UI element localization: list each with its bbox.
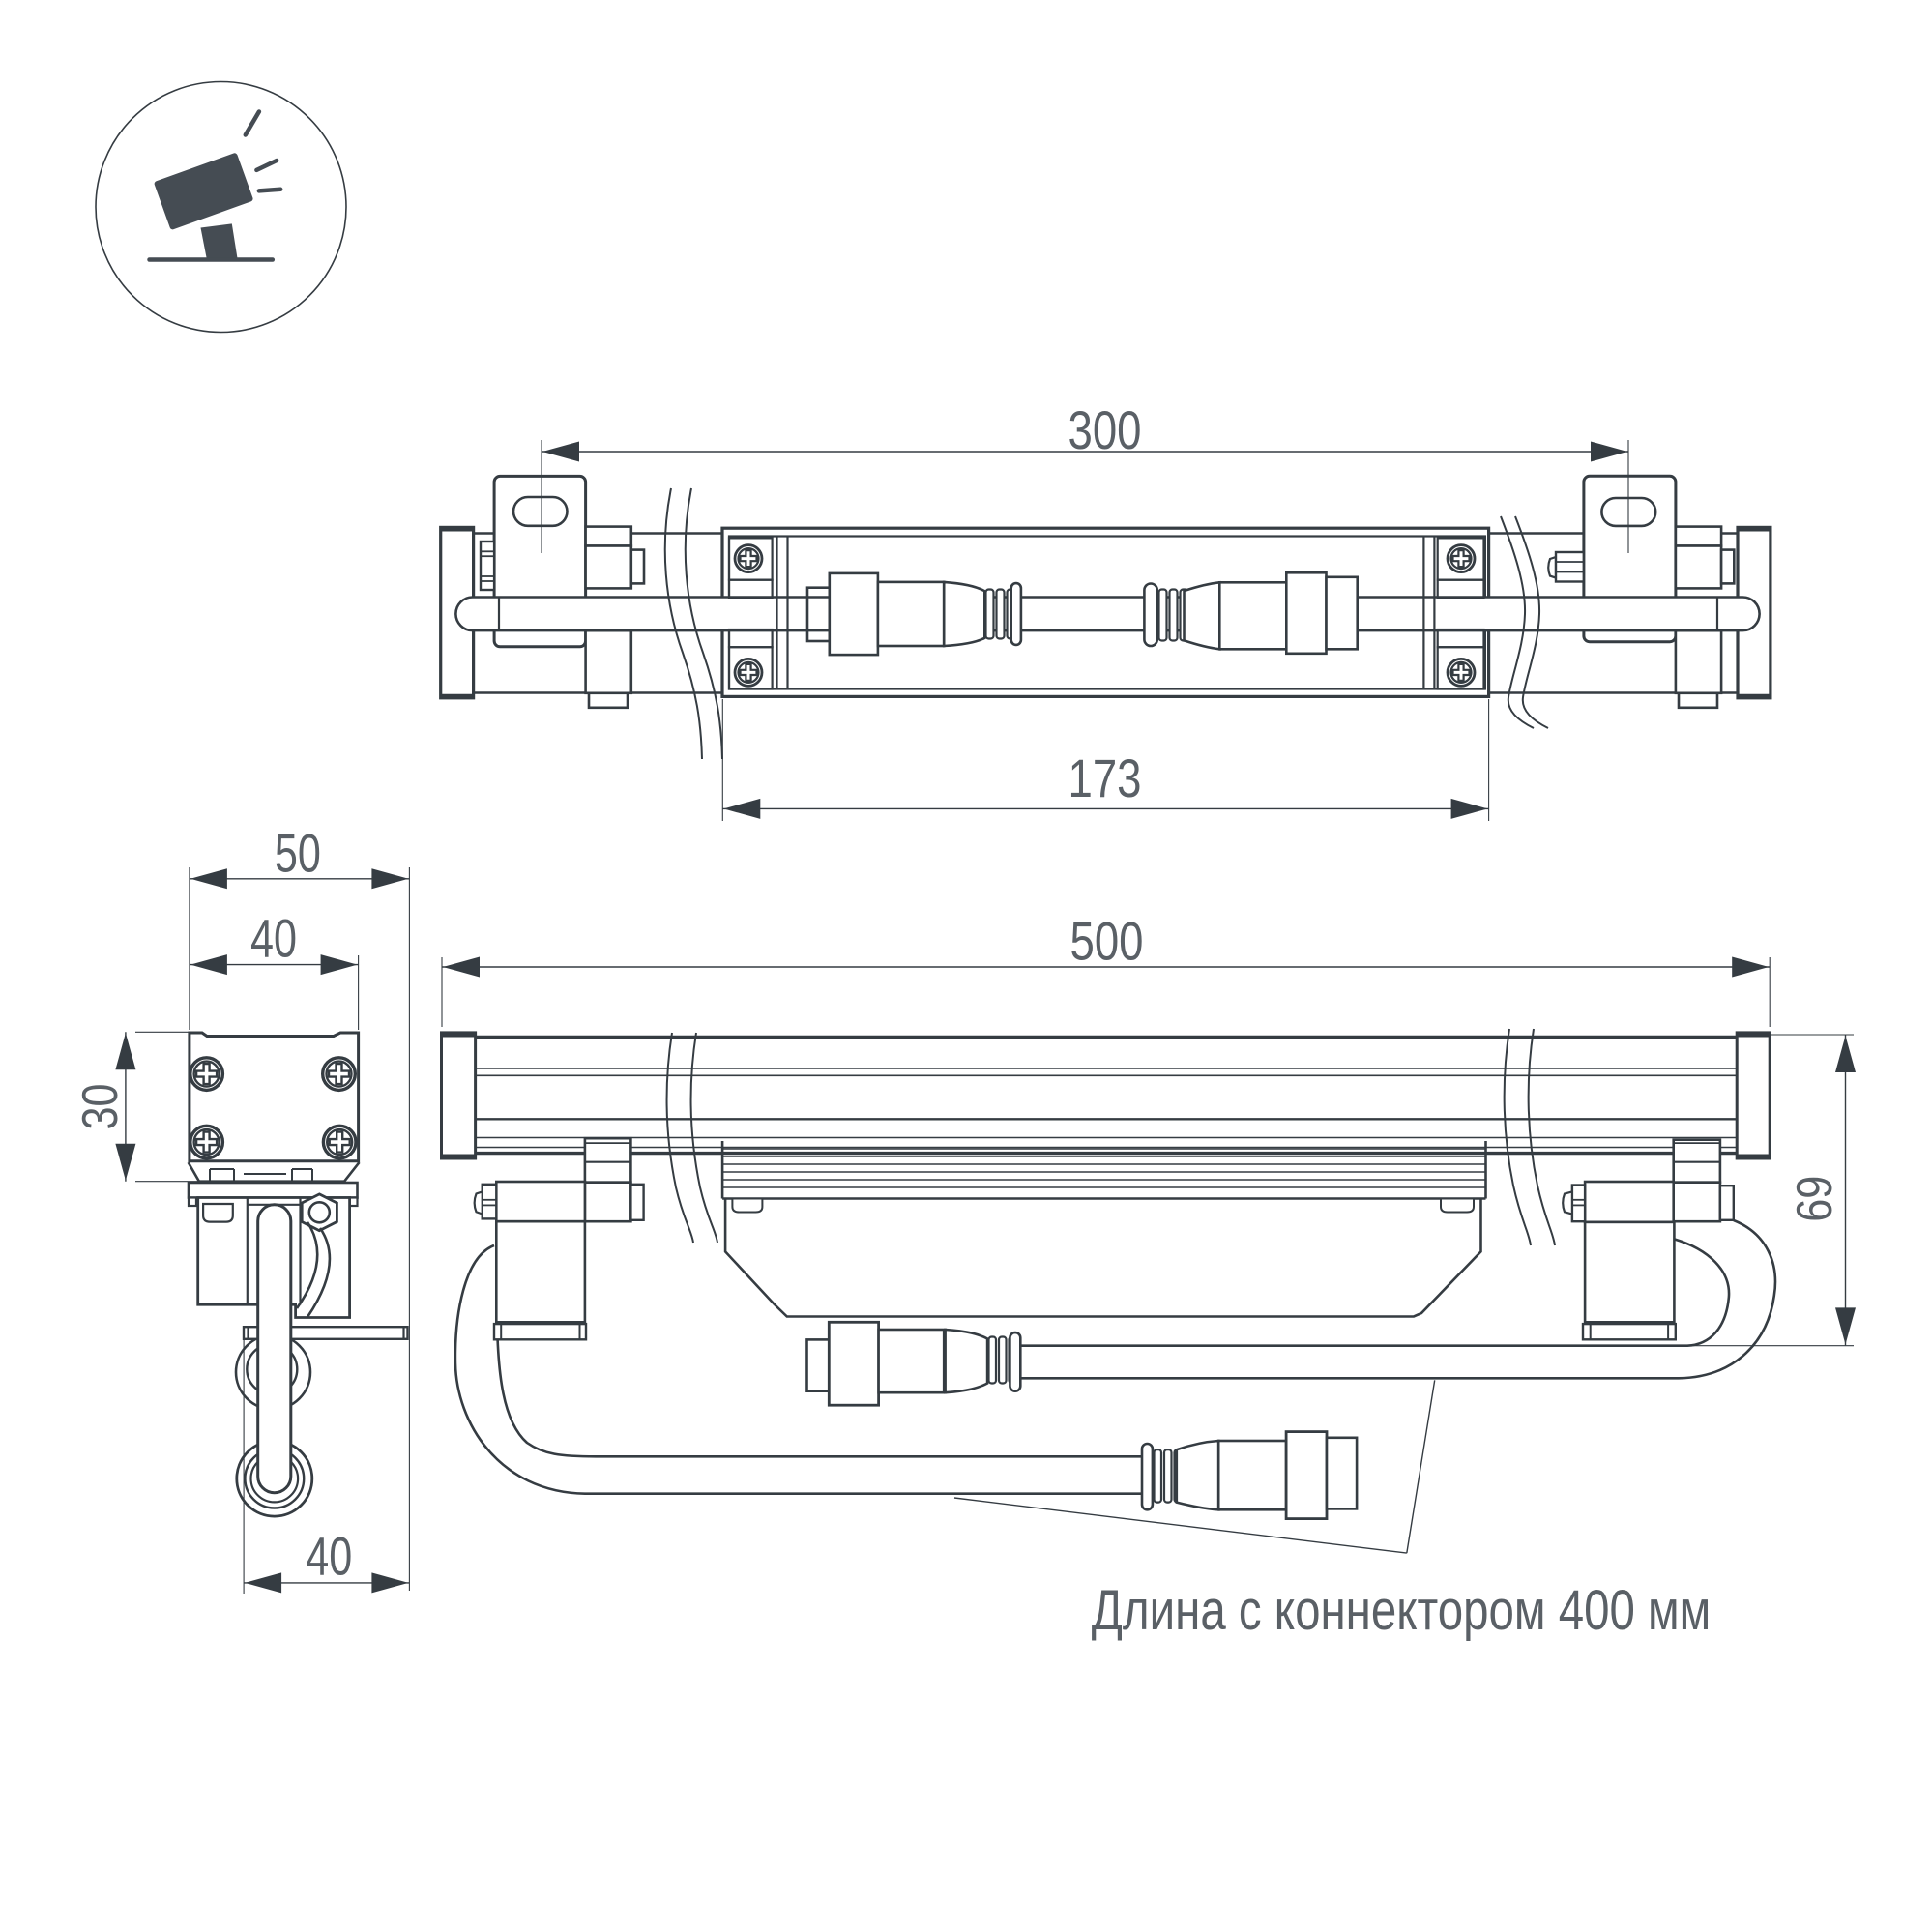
svg-text:69: 69 [1787, 1176, 1843, 1222]
svg-text:50: 50 [275, 822, 321, 883]
svg-text:40: 40 [306, 1526, 352, 1587]
svg-text:500: 500 [1070, 911, 1144, 972]
svg-text:Длина с коннектором 400 мм: Длина с коннектором 400 мм [1092, 1579, 1712, 1642]
svg-text:40: 40 [250, 908, 297, 969]
svg-text:30: 30 [73, 1084, 129, 1130]
svg-text:173: 173 [1068, 747, 1142, 808]
svg-text:300: 300 [1068, 399, 1142, 460]
